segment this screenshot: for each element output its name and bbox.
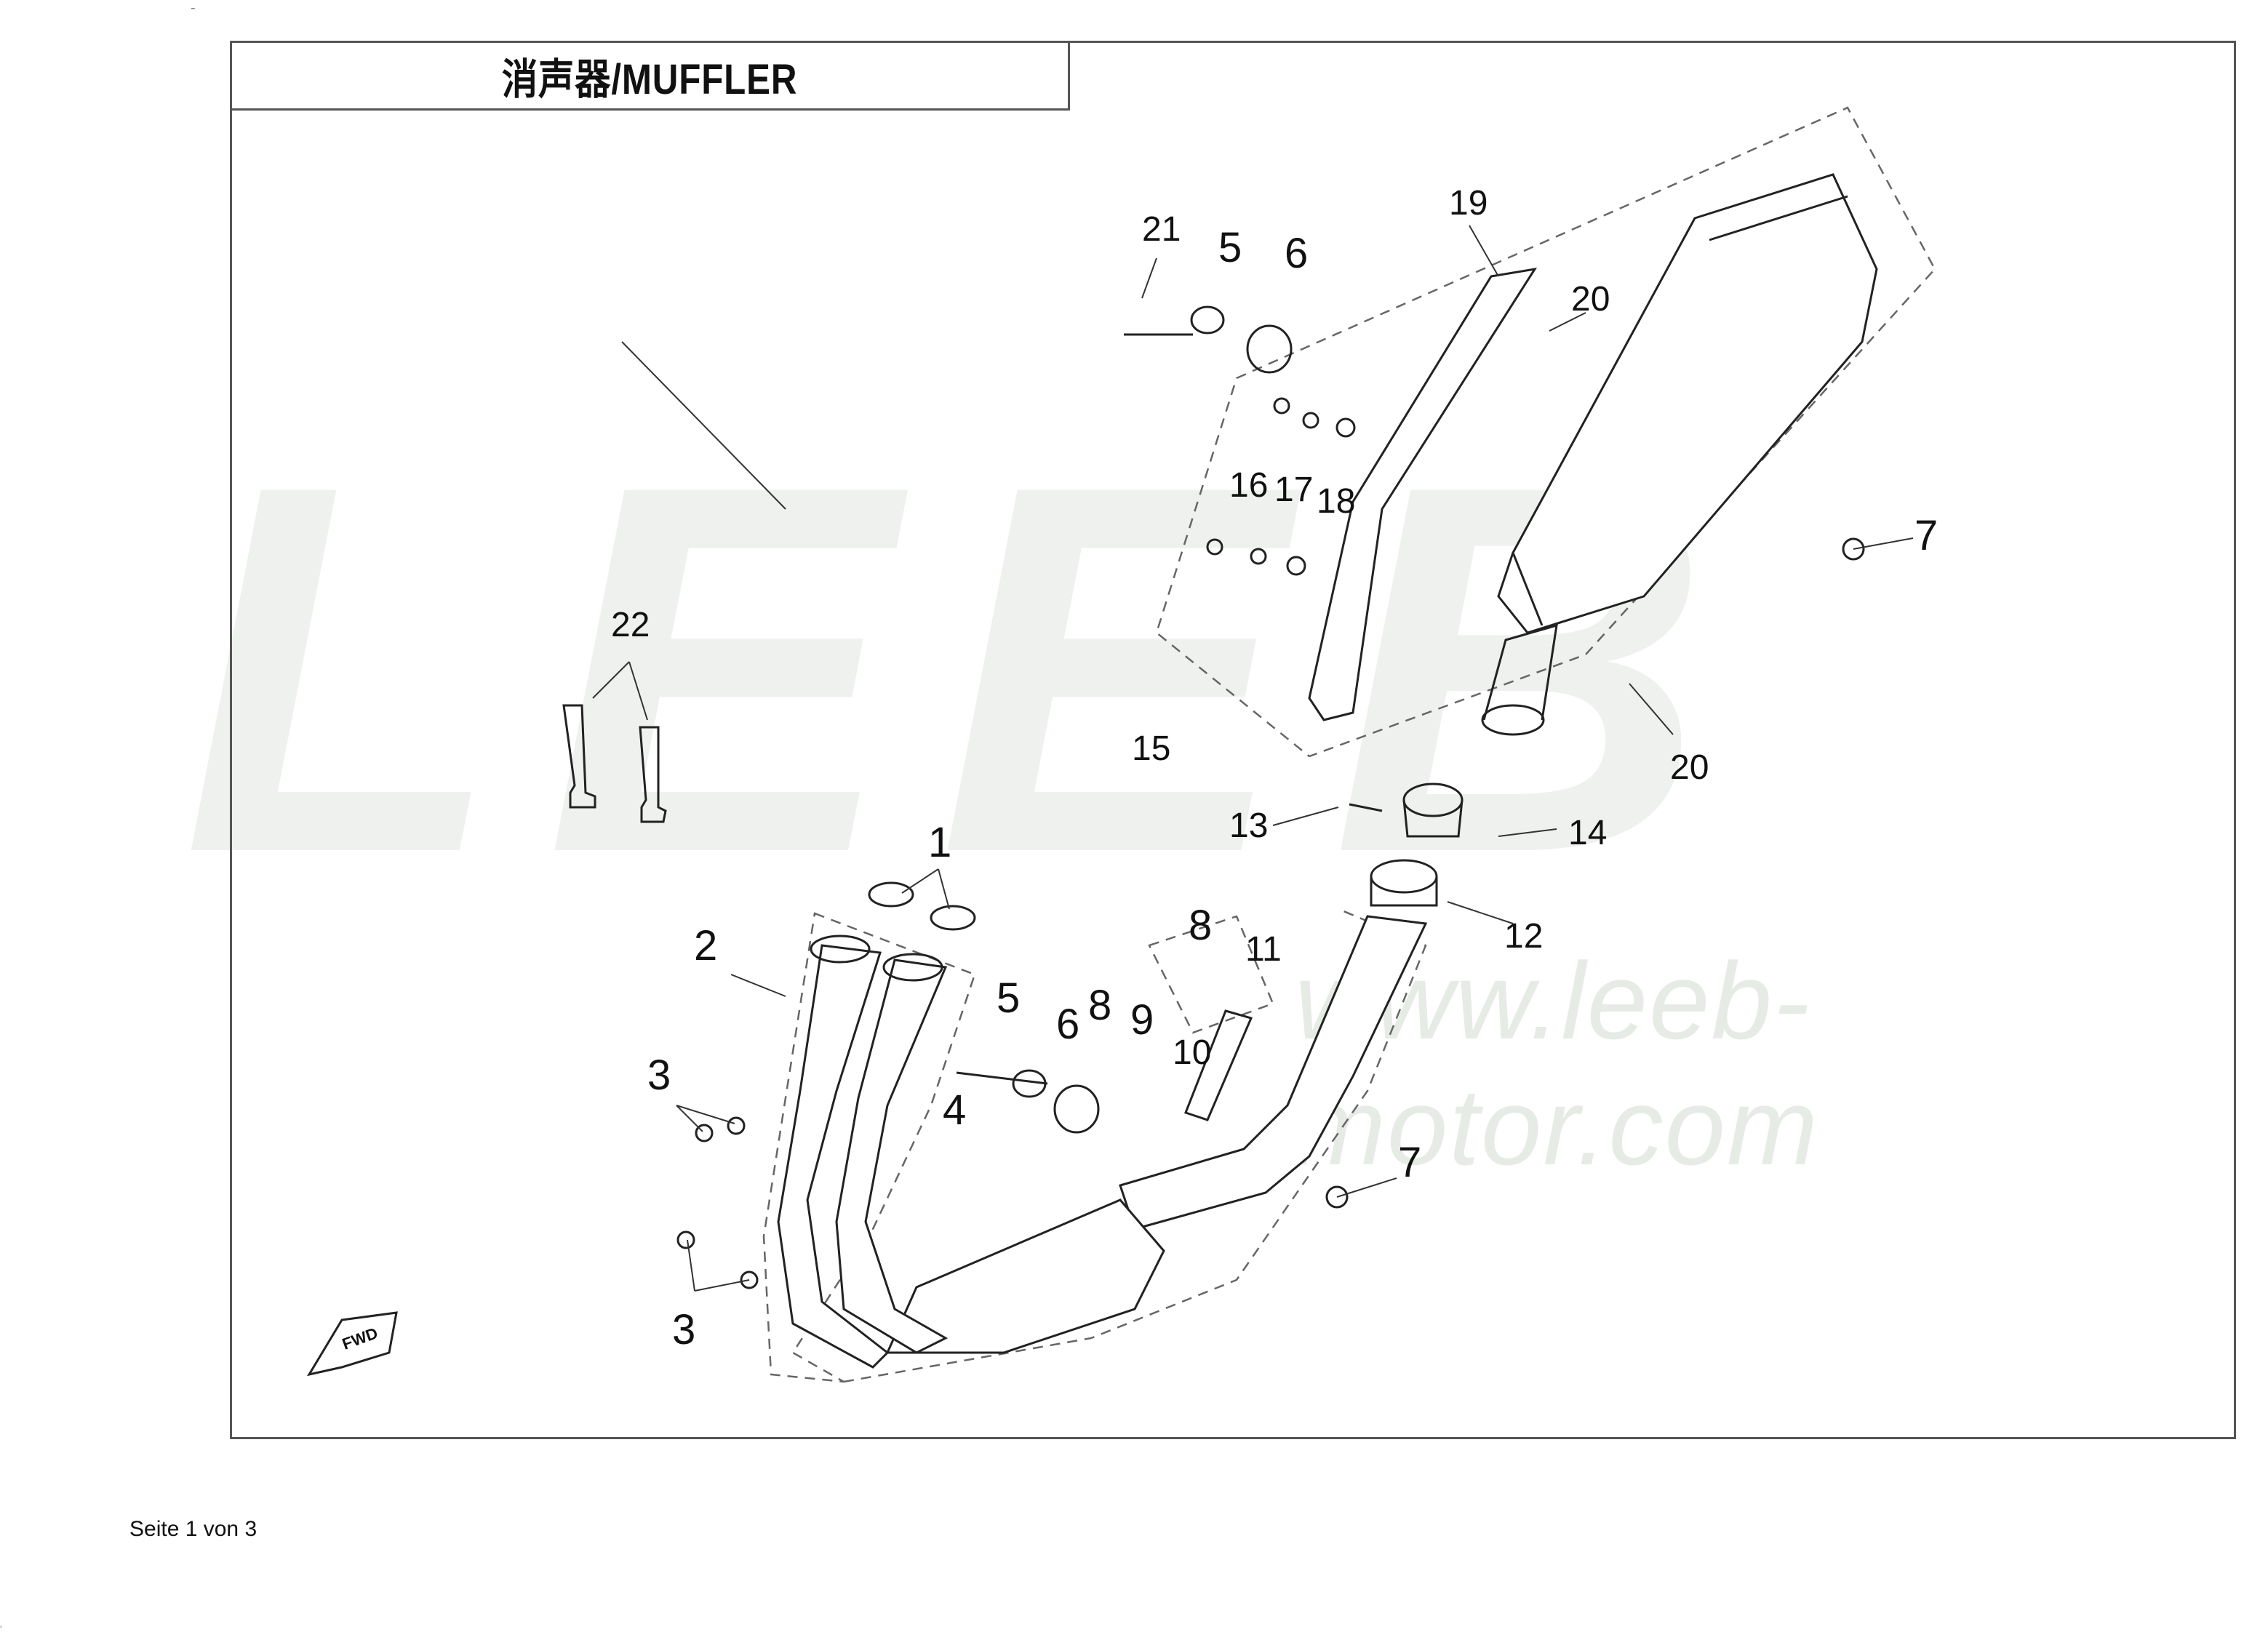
callout-2: 2	[694, 922, 718, 969]
washer-18-lower	[1286, 556, 1306, 576]
title-box: 消声器/MUFFLER	[230, 41, 1070, 111]
leader-14	[1498, 828, 1557, 837]
leader-2	[730, 974, 786, 997]
outlet-ring	[1481, 704, 1545, 736]
gasket-1b	[930, 905, 976, 931]
callout-11: 11	[1245, 930, 1282, 969]
leader-22	[592, 661, 648, 721]
nut-7-upper	[1842, 537, 1865, 561]
callout-18: 18	[1317, 482, 1356, 521]
clamp-ring	[1402, 783, 1464, 817]
muffler-group-outline	[1155, 106, 1936, 758]
leader-15	[621, 341, 786, 510]
callout-8-upper: 8	[1189, 902, 1213, 949]
leader-7-upper	[1853, 537, 1914, 550]
callout-15: 15	[1132, 729, 1171, 768]
nut-3c	[676, 1230, 695, 1249]
leader-12	[1447, 901, 1514, 924]
washer-17-upper	[1302, 412, 1319, 429]
callout-5-upper: 5	[1218, 224, 1242, 271]
washer-5-lower	[1012, 1069, 1047, 1098]
page-title: 消声器/MUFFLER	[502, 56, 798, 103]
nut-3d	[740, 1270, 759, 1289]
bolt-4	[956, 1071, 1048, 1085]
gasket-1a	[868, 881, 914, 908]
callout-7-lower: 7	[1398, 1139, 1422, 1186]
washer-5-upper	[1190, 305, 1225, 335]
bolt-16-upper	[1273, 397, 1290, 415]
nut-7-lower	[1325, 1185, 1349, 1209]
callout-20-upper: 20	[1571, 280, 1610, 319]
nut-3a	[695, 1124, 714, 1142]
callout-21: 21	[1142, 210, 1181, 249]
page-mark: -	[191, 0, 196, 16]
leader-19	[1469, 225, 1499, 277]
mid-pipe-shape	[1119, 915, 1428, 1230]
page-footer: Seite 1 von 3	[129, 1517, 257, 1541]
callout-17: 17	[1274, 471, 1314, 509]
outlet-pipe-shape	[1482, 623, 1558, 721]
header-pipe-2	[835, 958, 949, 1354]
callout-1: 1	[928, 819, 952, 866]
washer-18-upper	[1335, 417, 1356, 438]
leader-7-lower	[1336, 1177, 1397, 1198]
muffler-cone-line	[1512, 552, 1544, 626]
callout-20-lower: 20	[1670, 748, 1709, 787]
bolt-13	[1349, 803, 1383, 812]
leader-lines	[592, 225, 1914, 1292]
gasket-body	[1370, 876, 1438, 907]
nut-3b	[727, 1116, 746, 1135]
leader-3b	[687, 1239, 750, 1292]
fwd-arrow-shape	[306, 1311, 398, 1377]
rubber-6-lower	[1053, 1084, 1100, 1134]
callout-4: 4	[943, 1086, 967, 1134]
callout-6-lower: 6	[1056, 1001, 1080, 1048]
sensor-right	[639, 726, 667, 823]
callout-16: 16	[1229, 466, 1269, 505]
leader-3a	[676, 1105, 735, 1132]
callout-9: 9	[1130, 996, 1154, 1044]
heat-shield-shape	[1308, 267, 1538, 721]
callout-12: 12	[1504, 917, 1544, 956]
callout-10: 10	[1173, 1033, 1212, 1072]
rubber-6-upper	[1246, 324, 1293, 374]
leader-20-lower	[1629, 683, 1674, 735]
leader-13	[1272, 807, 1339, 826]
watermark-text: LEEB	[182, 376, 1754, 961]
header-pipe-1	[777, 944, 890, 1369]
bolt-16-lower	[1206, 538, 1223, 556]
page-mark: '	[0, 1623, 2, 1635]
leader-21	[1141, 257, 1157, 299]
callout-19: 19	[1449, 184, 1488, 223]
leader-1	[901, 868, 950, 910]
muffler-body-shape	[1497, 173, 1878, 634]
flange-right	[882, 953, 943, 982]
leader-20-upper	[1549, 312, 1586, 332]
callout-3-lower: 3	[672, 1306, 696, 1353]
bracket-group-outline	[1148, 915, 1274, 1034]
callout-5-lower: 5	[997, 974, 1021, 1022]
gasket-ring	[1370, 859, 1438, 894]
muffler-edge-line	[1709, 195, 1848, 241]
callout-22: 22	[611, 606, 650, 644]
bracket-10	[1184, 1009, 1253, 1121]
parts-lines	[306, 173, 1878, 1377]
callout-7-upper: 7	[1914, 512, 1938, 559]
header-group-outline	[762, 912, 976, 1383]
diagram-frame	[230, 41, 2236, 1439]
callout-3-upper: 3	[647, 1052, 671, 1099]
callout-8-lower: 8	[1088, 982, 1112, 1029]
callout-13: 13	[1229, 807, 1269, 845]
flange-left	[810, 934, 871, 964]
callout-6-upper: 6	[1285, 230, 1309, 277]
sensor-left	[562, 704, 596, 809]
washer-17-lower	[1250, 548, 1267, 565]
callout-14: 14	[1568, 814, 1608, 852]
clamp-body	[1402, 799, 1464, 838]
